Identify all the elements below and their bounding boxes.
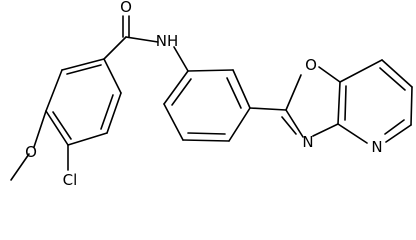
atom-label-ring-oxygen: O [305, 56, 317, 74]
bond-oxazole-n-c2 [285, 109, 304, 138]
bond-pyr-6-inner [344, 85, 347, 121]
bond-ring1-5-inner [100, 94, 114, 130]
atom-label-chlorine: Cl [63, 171, 78, 189]
bond-oxazole-c7a-c3a [337, 81, 341, 125]
bond-ring2-4-inner [187, 132, 226, 135]
bond-ring1-3-inner [52, 111, 72, 140]
bond-ring1-1-inner [66, 64, 102, 75]
bonds [10, 15, 413, 181]
bond-pyr-1 [339, 59, 383, 83]
bond-ring2-5 [163, 103, 184, 141]
bond-pyr-2-inner [379, 67, 406, 91]
bond-pyr-5 [337, 123, 368, 144]
atom-label-carbonyl-oxygen: O [120, 0, 132, 16]
bond-ring2-3 [228, 107, 251, 142]
bond-pyr-4-inner [384, 119, 405, 135]
bond-ring1-5 [106, 92, 122, 134]
bond-ring1-6 [103, 58, 122, 94]
bond-pyr-3 [410, 86, 413, 126]
bond-ring2-2 [232, 69, 251, 109]
bond-oxazole-c2-o [285, 74, 302, 111]
bond-ring1-1 [61, 58, 105, 71]
bond-ring1-2 [45, 69, 63, 112]
bond-amide-cn [125, 36, 159, 43]
atom-label-amide-nitrogen: NH [156, 32, 179, 50]
bond-carbonyl-aryl [103, 36, 127, 60]
bond-ring2-6-inner [171, 78, 192, 106]
bond-ring2-1 [187, 69, 234, 72]
bond-amide-n-aryl [173, 46, 189, 72]
atom-label-oxazole-nitrogen: N [302, 133, 313, 151]
bond-oxazole-o-c7a [318, 66, 341, 83]
bond-aryl-methoxy-o [33, 110, 47, 148]
bond-oxazole-n-c2-inner [281, 116, 297, 135]
bond-ring1-3 [45, 110, 69, 146]
bond-ring2-2-inner [226, 77, 242, 109]
bond-pyr-4 [385, 124, 412, 143]
bond-ring2-6 [163, 70, 189, 105]
bond-aryl-oxazole [249, 107, 287, 111]
bond-ring2-4 [182, 139, 230, 142]
atom-label-pyridine-nitrogen: N [371, 138, 382, 156]
bond-pyr-2 [381, 59, 413, 88]
bond-methoxy-o-methyl [10, 153, 30, 181]
atom-labels: O NH O N N Cl O [25, 0, 383, 189]
bond-oxazole-c3a-n [312, 123, 339, 137]
bond-ring1-4 [67, 132, 108, 146]
atom-label-methoxy-oxygen: O [25, 143, 37, 161]
molecule-structure-diagram: O NH O N N Cl O [10, 0, 413, 189]
